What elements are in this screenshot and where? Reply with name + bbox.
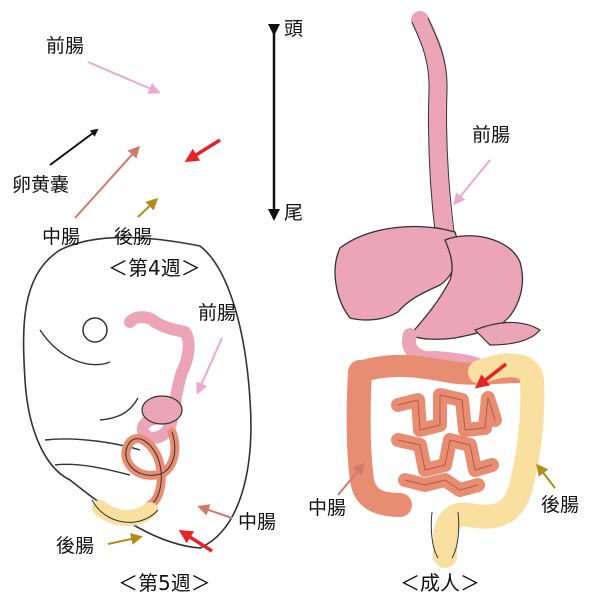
week4-yolk-sac-label: 卵黄嚢 <box>12 176 69 195</box>
week5-hindgut-arrow <box>108 537 140 544</box>
week4-foregut-arrow <box>88 62 158 92</box>
week5-body-outline <box>24 237 251 548</box>
week5-hindgut-label: 後腸 <box>56 537 94 556</box>
adult-foregut-arrow <box>455 160 490 203</box>
adult-hindgut-label: 後腸 <box>541 496 579 515</box>
week4-caption: ＜第4週＞ <box>108 258 201 278</box>
week4-foregut-label: 前腸 <box>46 37 84 56</box>
week5-embryo <box>24 237 251 548</box>
axis-head-label: 頭 <box>284 20 303 39</box>
week5-caption: ＜第5週＞ <box>118 573 211 593</box>
week4-hindgut-label: 後腸 <box>114 228 152 247</box>
week4-arrows <box>50 62 220 218</box>
week4-yolk-sac-arrow <box>50 130 97 165</box>
week4-midgut-arrow <box>75 148 138 218</box>
adult-caption: ＜成人＞ <box>400 573 480 593</box>
axis-tail-label: 尾 <box>284 204 303 223</box>
adult-small-intestine <box>398 395 495 490</box>
week4-hindgut-arrow <box>138 200 156 217</box>
week5-midgut-label: 中腸 <box>238 513 276 532</box>
week5-optic-vesicle <box>83 318 107 342</box>
week5-foregut-arrow <box>198 338 222 392</box>
week5-stomach <box>142 396 182 424</box>
adult-foregut-label: 前腸 <box>472 126 510 145</box>
adult-digestive-tract <box>335 18 540 558</box>
week4-highlight-arrow <box>188 140 220 160</box>
adult-midgut-label: 中腸 <box>308 499 346 518</box>
adult-hindgut-arrow <box>538 466 555 488</box>
week4-midgut-label: 中腸 <box>42 228 80 247</box>
week5-midgut-arrow <box>200 507 232 518</box>
week5-foregut-label: 前腸 <box>198 304 236 323</box>
